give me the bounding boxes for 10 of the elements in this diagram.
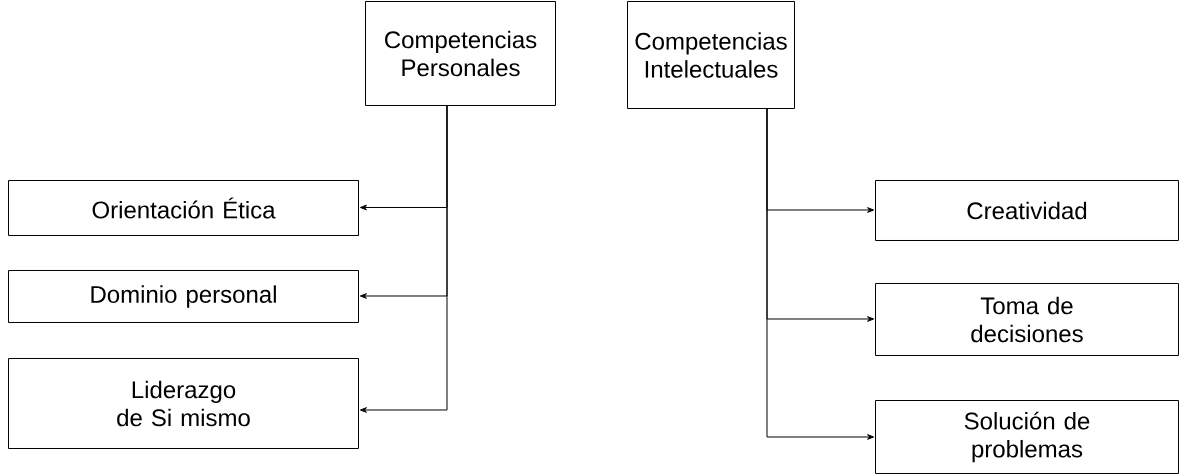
box: Liderazgo de Si mismo: [8, 358, 359, 449]
box: Orientación Ética: [8, 180, 359, 236]
box: Creatividad: [875, 180, 1179, 241]
box: Solución de problemas: [875, 400, 1179, 474]
box: Toma de decisiones: [875, 283, 1179, 356]
arrow: [766, 108, 875, 440]
box: Competencias Personales: [365, 1, 556, 106]
arrow: [359, 105, 448, 413]
box: Competencias Intelectuales: [627, 1, 795, 109]
box: Dominio personal: [8, 270, 359, 323]
